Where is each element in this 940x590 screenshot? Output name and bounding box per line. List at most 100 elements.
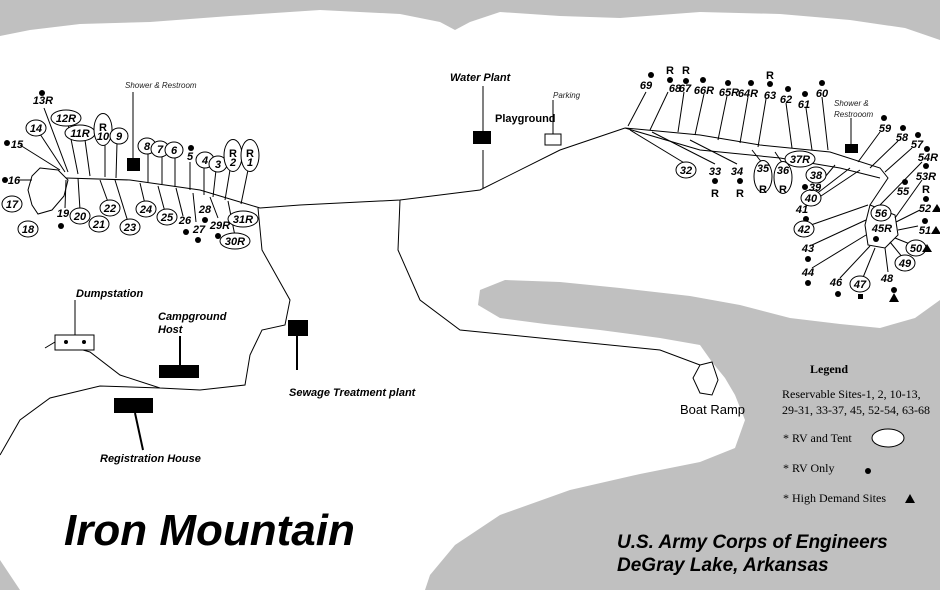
campsite-43[interactable]: 43 (801, 243, 814, 262)
campsite-49[interactable]: 49 (894, 254, 916, 272)
campsite-25[interactable]: 25 (156, 208, 178, 226)
rv-tent-site-ellipse (164, 141, 184, 159)
site-number: 1 (247, 157, 253, 169)
campsite-5[interactable]: 5 (187, 145, 194, 163)
campsite-33[interactable]: R33 (709, 166, 721, 200)
rv-only-dot (835, 291, 841, 297)
campsite-55[interactable]: 55 (897, 179, 910, 198)
campsite-22[interactable]: 22 (99, 199, 121, 217)
campsite-20[interactable]: 20 (69, 207, 91, 225)
campsite-38[interactable]: 38 (805, 166, 827, 184)
campsite-45r[interactable]: 45R (871, 223, 892, 242)
site-number: 27 (192, 224, 206, 236)
campsite-40[interactable]: 40 (800, 189, 822, 207)
campsite-9[interactable]: 9 (109, 127, 129, 145)
registration-house-label: Registration House (100, 453, 201, 465)
site-number: 56 (875, 208, 888, 220)
campsite-63[interactable]: R63 (764, 70, 776, 102)
campsite-36[interactable]: R36 (773, 161, 793, 197)
campsite-53r[interactable]: 53R (916, 163, 936, 183)
campsite-30r[interactable]: 30R (219, 232, 251, 250)
campsite-42[interactable]: 42 (793, 220, 815, 238)
campsite-69[interactable]: 69 (640, 72, 654, 92)
rv-tent-site-ellipse (88, 215, 110, 233)
parking-marker (544, 133, 562, 146)
campsite-51[interactable]: 51 (919, 218, 940, 237)
campsite-41[interactable]: 41 (795, 204, 809, 222)
campsite-21[interactable]: 21 (88, 215, 110, 233)
campsite-59[interactable]: 59 (879, 115, 892, 135)
campsite-46[interactable]: 46 (829, 277, 843, 297)
boat-ramp-road (397, 199, 701, 366)
campsite-23[interactable]: 23 (119, 218, 141, 236)
high-demand-triangle (931, 226, 940, 234)
roads (0, 127, 899, 456)
campsite-65r[interactable]: 65R (719, 80, 739, 99)
map-title: Iron Mountain (64, 506, 355, 555)
dumpstation-label: Dumpstation (76, 288, 144, 300)
campsite-32[interactable]: 32 (675, 161, 697, 179)
legend-reservable-1: Reservable Sites-1, 2, 10-13, (782, 387, 921, 401)
site-number: 34 (731, 166, 743, 178)
rv-only-dot (725, 80, 731, 86)
campsite-62[interactable]: 62 (780, 86, 792, 106)
campsite-13r[interactable]: 13R (33, 90, 53, 107)
site-number: 14 (30, 123, 42, 135)
campsite-18[interactable]: 18 (17, 220, 39, 238)
campsite-19[interactable]: 19 (57, 208, 70, 229)
campsite-35[interactable]: R35 (753, 160, 773, 197)
campsite-1[interactable]: R1 (240, 139, 260, 172)
campsite-27[interactable]: 27 (192, 224, 206, 243)
campsite-61[interactable]: 61 (798, 91, 810, 111)
campsite-47[interactable]: 47 (849, 275, 871, 299)
rv-only-dot (873, 236, 879, 242)
campsite-3[interactable]: 3 (208, 155, 228, 173)
campsite-44[interactable]: 44 (801, 267, 814, 286)
site-number: 40 (804, 193, 818, 205)
campsite-31r[interactable]: 31R (227, 210, 259, 228)
campsite-26[interactable]: 26 (178, 215, 192, 235)
campsite-56[interactable]: 56 (870, 204, 892, 222)
campsite-64r[interactable]: 64R (738, 80, 758, 100)
campsite-12r[interactable]: 12R (50, 109, 82, 127)
site-number: 8 (144, 141, 151, 153)
campsite-52[interactable]: R52 (919, 184, 940, 215)
campsite-17[interactable]: 17 (1, 195, 23, 213)
rv-only-dot (805, 280, 811, 286)
site-number: 42 (797, 224, 810, 236)
campsite-60[interactable]: 60 (816, 80, 829, 100)
campsite-54r[interactable]: 54R (918, 146, 938, 164)
lake-water-north (0, 0, 940, 40)
campsite-2[interactable]: R2 (223, 139, 243, 172)
main-road (65, 127, 626, 209)
campsite-15[interactable]: 15 (4, 139, 24, 151)
campsite-67[interactable]: R67 (679, 65, 692, 95)
campground-host-marker[interactable] (159, 365, 199, 378)
campsite-34[interactable]: R34 (731, 166, 744, 200)
campsite-24[interactable]: 24 (135, 200, 157, 218)
campsite-57[interactable]: 57 (911, 132, 924, 151)
campsite-16[interactable]: 16 (2, 175, 21, 187)
shower-right-label-1: Shower & (834, 99, 869, 108)
rv-tent-site-ellipse (135, 200, 157, 218)
campsite-68[interactable]: R68 (666, 65, 682, 95)
campsite-39[interactable]: 39 (802, 182, 822, 194)
campsite-10[interactable]: R10 (93, 113, 113, 146)
campsite-58[interactable]: 58 (896, 125, 909, 144)
registration-house-marker[interactable] (114, 398, 153, 413)
site-number: 19 (57, 208, 70, 220)
rv-only-dot (195, 237, 201, 243)
campsite-14[interactable]: 14 (25, 119, 47, 137)
campsite-6[interactable]: 6 (164, 141, 184, 159)
campsite-37r[interactable]: 37R (784, 150, 816, 168)
campsite-28[interactable]: 28 (198, 204, 212, 223)
campsite-11r[interactable]: 11R (64, 124, 96, 142)
rv-tent-site-ellipse (156, 208, 178, 226)
campsite-50[interactable]: 50 (905, 239, 932, 257)
campsite-29r[interactable]: 29R (209, 220, 230, 239)
sewage-treatment-label: Sewage Treatment plant (289, 387, 417, 399)
reservable-mark: R (922, 184, 930, 196)
campsite-66r[interactable]: 66R (694, 77, 714, 97)
dumpstation-marker[interactable] (54, 334, 95, 351)
campsite-48[interactable]: 48 (880, 273, 899, 302)
